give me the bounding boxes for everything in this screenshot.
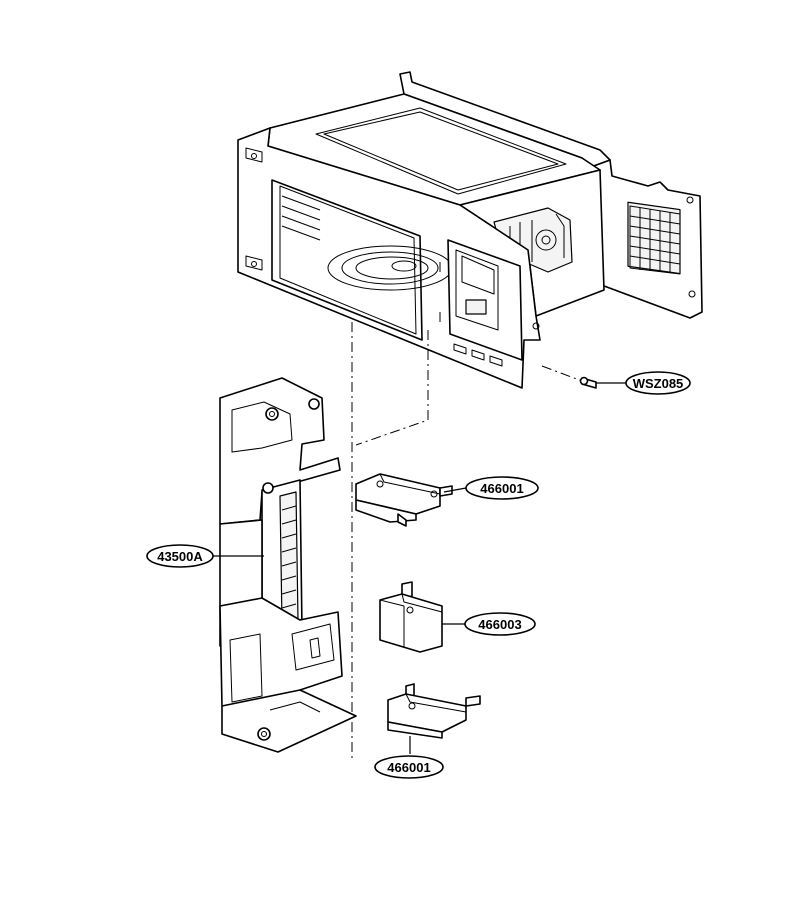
turntable-drawing [327, 245, 453, 291]
callout-466001-lower-text: 466001 [387, 760, 430, 775]
leader-lines [212, 382, 628, 754]
screw-drawing [579, 376, 597, 389]
callout-466001-lower: 466001 [374, 755, 444, 779]
micro-switch-upper-drawing [355, 473, 453, 527]
micro-switch-middle-drawing [379, 581, 443, 653]
callout-466001-upper: 466001 [465, 476, 539, 500]
callout-wsz085-text: WSZ085 [633, 376, 684, 391]
latch-rack [279, 491, 299, 625]
door-latch-board-drawing [219, 377, 357, 753]
microwave-chassis-drawing [237, 71, 703, 389]
rear-vent-grille [629, 205, 681, 275]
callout-466003: 466003 [464, 612, 536, 636]
side-component-block [493, 207, 573, 273]
switch-bracket-area [439, 249, 503, 367]
callout-43500a: 43500A [146, 544, 214, 568]
callout-43500a-text: 43500A [157, 549, 203, 564]
callout-wsz085: WSZ085 [625, 371, 691, 395]
micro-switch-lower-drawing [387, 683, 481, 739]
callout-466003-text: 466003 [478, 617, 521, 632]
callout-466001-upper-text: 466001 [480, 481, 523, 496]
assembly-guide-lines [351, 322, 591, 760]
